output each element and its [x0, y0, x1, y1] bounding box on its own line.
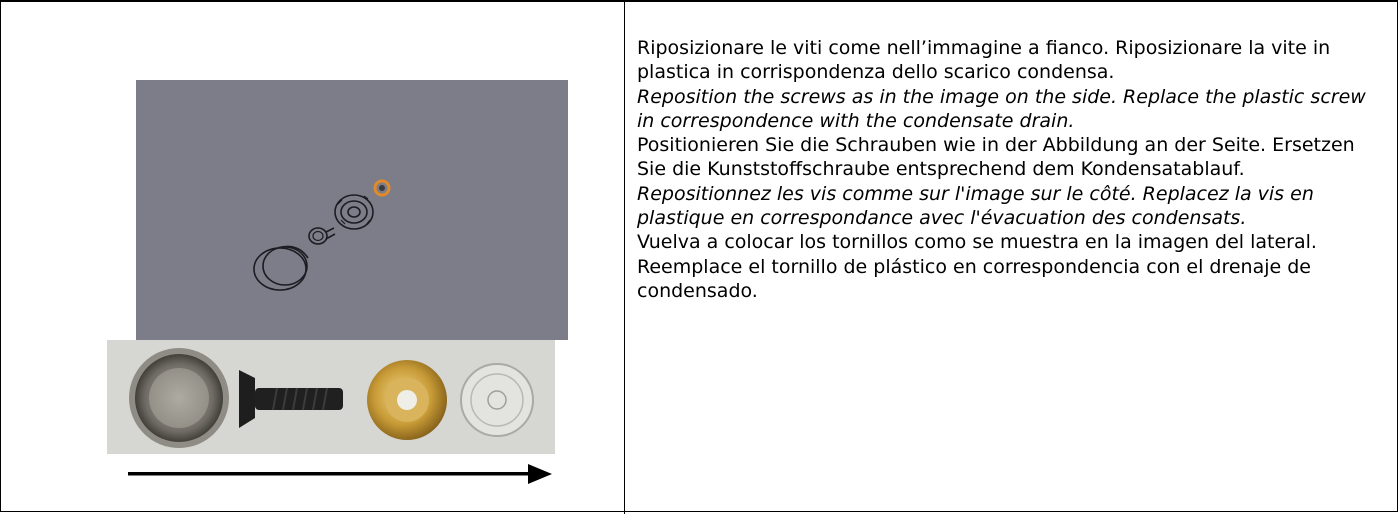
column-divider — [624, 0, 625, 514]
instruction-spanish: Vuelva a colocar los tornillos como se m… — [637, 231, 1317, 302]
instructions-text: Riposizionare le viti come nell’immagine… — [637, 36, 1387, 303]
parts-photo — [107, 340, 555, 454]
arrow-right-icon — [128, 464, 552, 484]
parts-photo-icon — [107, 340, 555, 454]
instruction-french: Repositionnez les vis comme sur l'image … — [637, 182, 1314, 230]
instruction-italian: Riposizionare le viti come nell’immagine… — [637, 37, 1331, 84]
screw-assembly-render-icon — [253, 179, 391, 291]
instruction-english: Reposition the screws as in the image on… — [637, 85, 1366, 132]
exploded-view-render — [136, 80, 568, 340]
instruction-german: Positionieren Sie die Schrauben wie in d… — [637, 134, 1355, 181]
